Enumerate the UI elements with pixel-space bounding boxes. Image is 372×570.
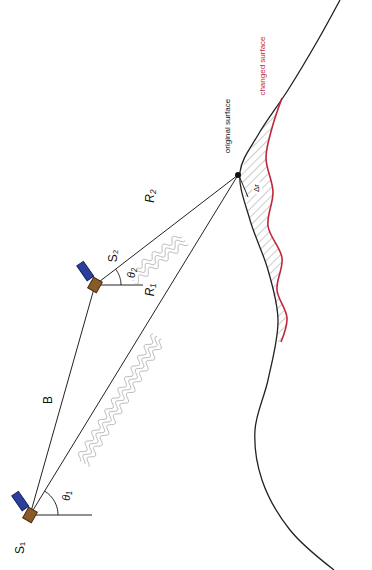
surface-label: changed surface bbox=[258, 34, 268, 97]
symbol-label: θ₂ bbox=[125, 266, 138, 280]
satellite-icon bbox=[70, 260, 107, 293]
radar-wave bbox=[78, 334, 153, 462]
original-surface-line bbox=[240, 0, 340, 570]
range-line bbox=[30, 175, 238, 515]
target-point bbox=[235, 172, 241, 178]
baseline-line bbox=[30, 285, 95, 515]
displacement-arrow bbox=[240, 178, 248, 197]
surface-label: original surface bbox=[223, 97, 233, 155]
angle-arc bbox=[116, 269, 121, 285]
reference-line bbox=[30, 515, 92, 516]
surface-label: Δr bbox=[252, 182, 262, 194]
radar-wave bbox=[83, 336, 158, 464]
changed-surface-line bbox=[266, 98, 287, 342]
symbol-label: B bbox=[41, 394, 55, 406]
radar-wave bbox=[135, 244, 188, 284]
radar-wave bbox=[87, 339, 162, 467]
symbol-label: R₂ bbox=[143, 187, 157, 204]
displacement-hatch bbox=[240, 98, 287, 342]
satellite-icon bbox=[5, 490, 42, 523]
symbol-label: θ₁ bbox=[60, 489, 73, 502]
symbol-label: S₂ bbox=[106, 248, 120, 265]
range-line bbox=[95, 175, 238, 285]
angle-arc bbox=[45, 491, 58, 515]
symbol-label: R₁ bbox=[143, 282, 157, 298]
reference-line bbox=[95, 285, 150, 286]
symbol-label: S₁ bbox=[13, 540, 27, 556]
